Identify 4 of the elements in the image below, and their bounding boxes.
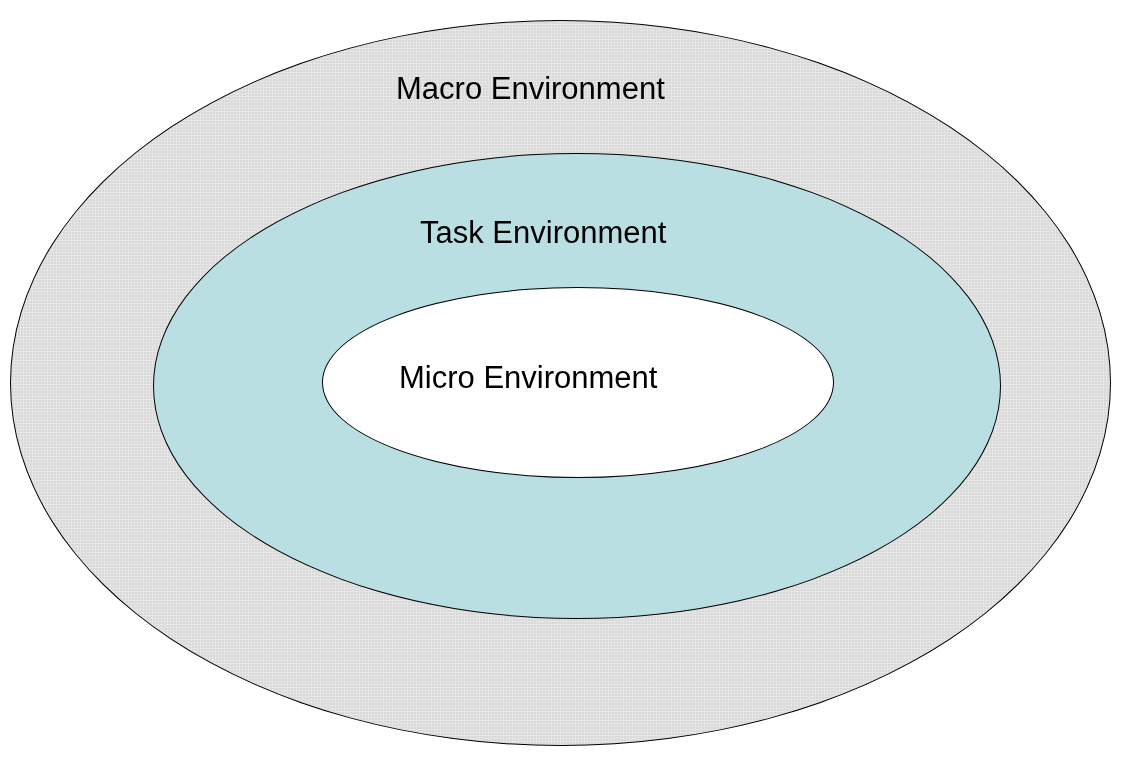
environment-label: Task Environment: [420, 215, 667, 251]
environment-label: Macro Environment: [396, 71, 665, 107]
environment-label: Micro Environment: [399, 360, 658, 396]
middle-ellipse: [153, 153, 1001, 619]
